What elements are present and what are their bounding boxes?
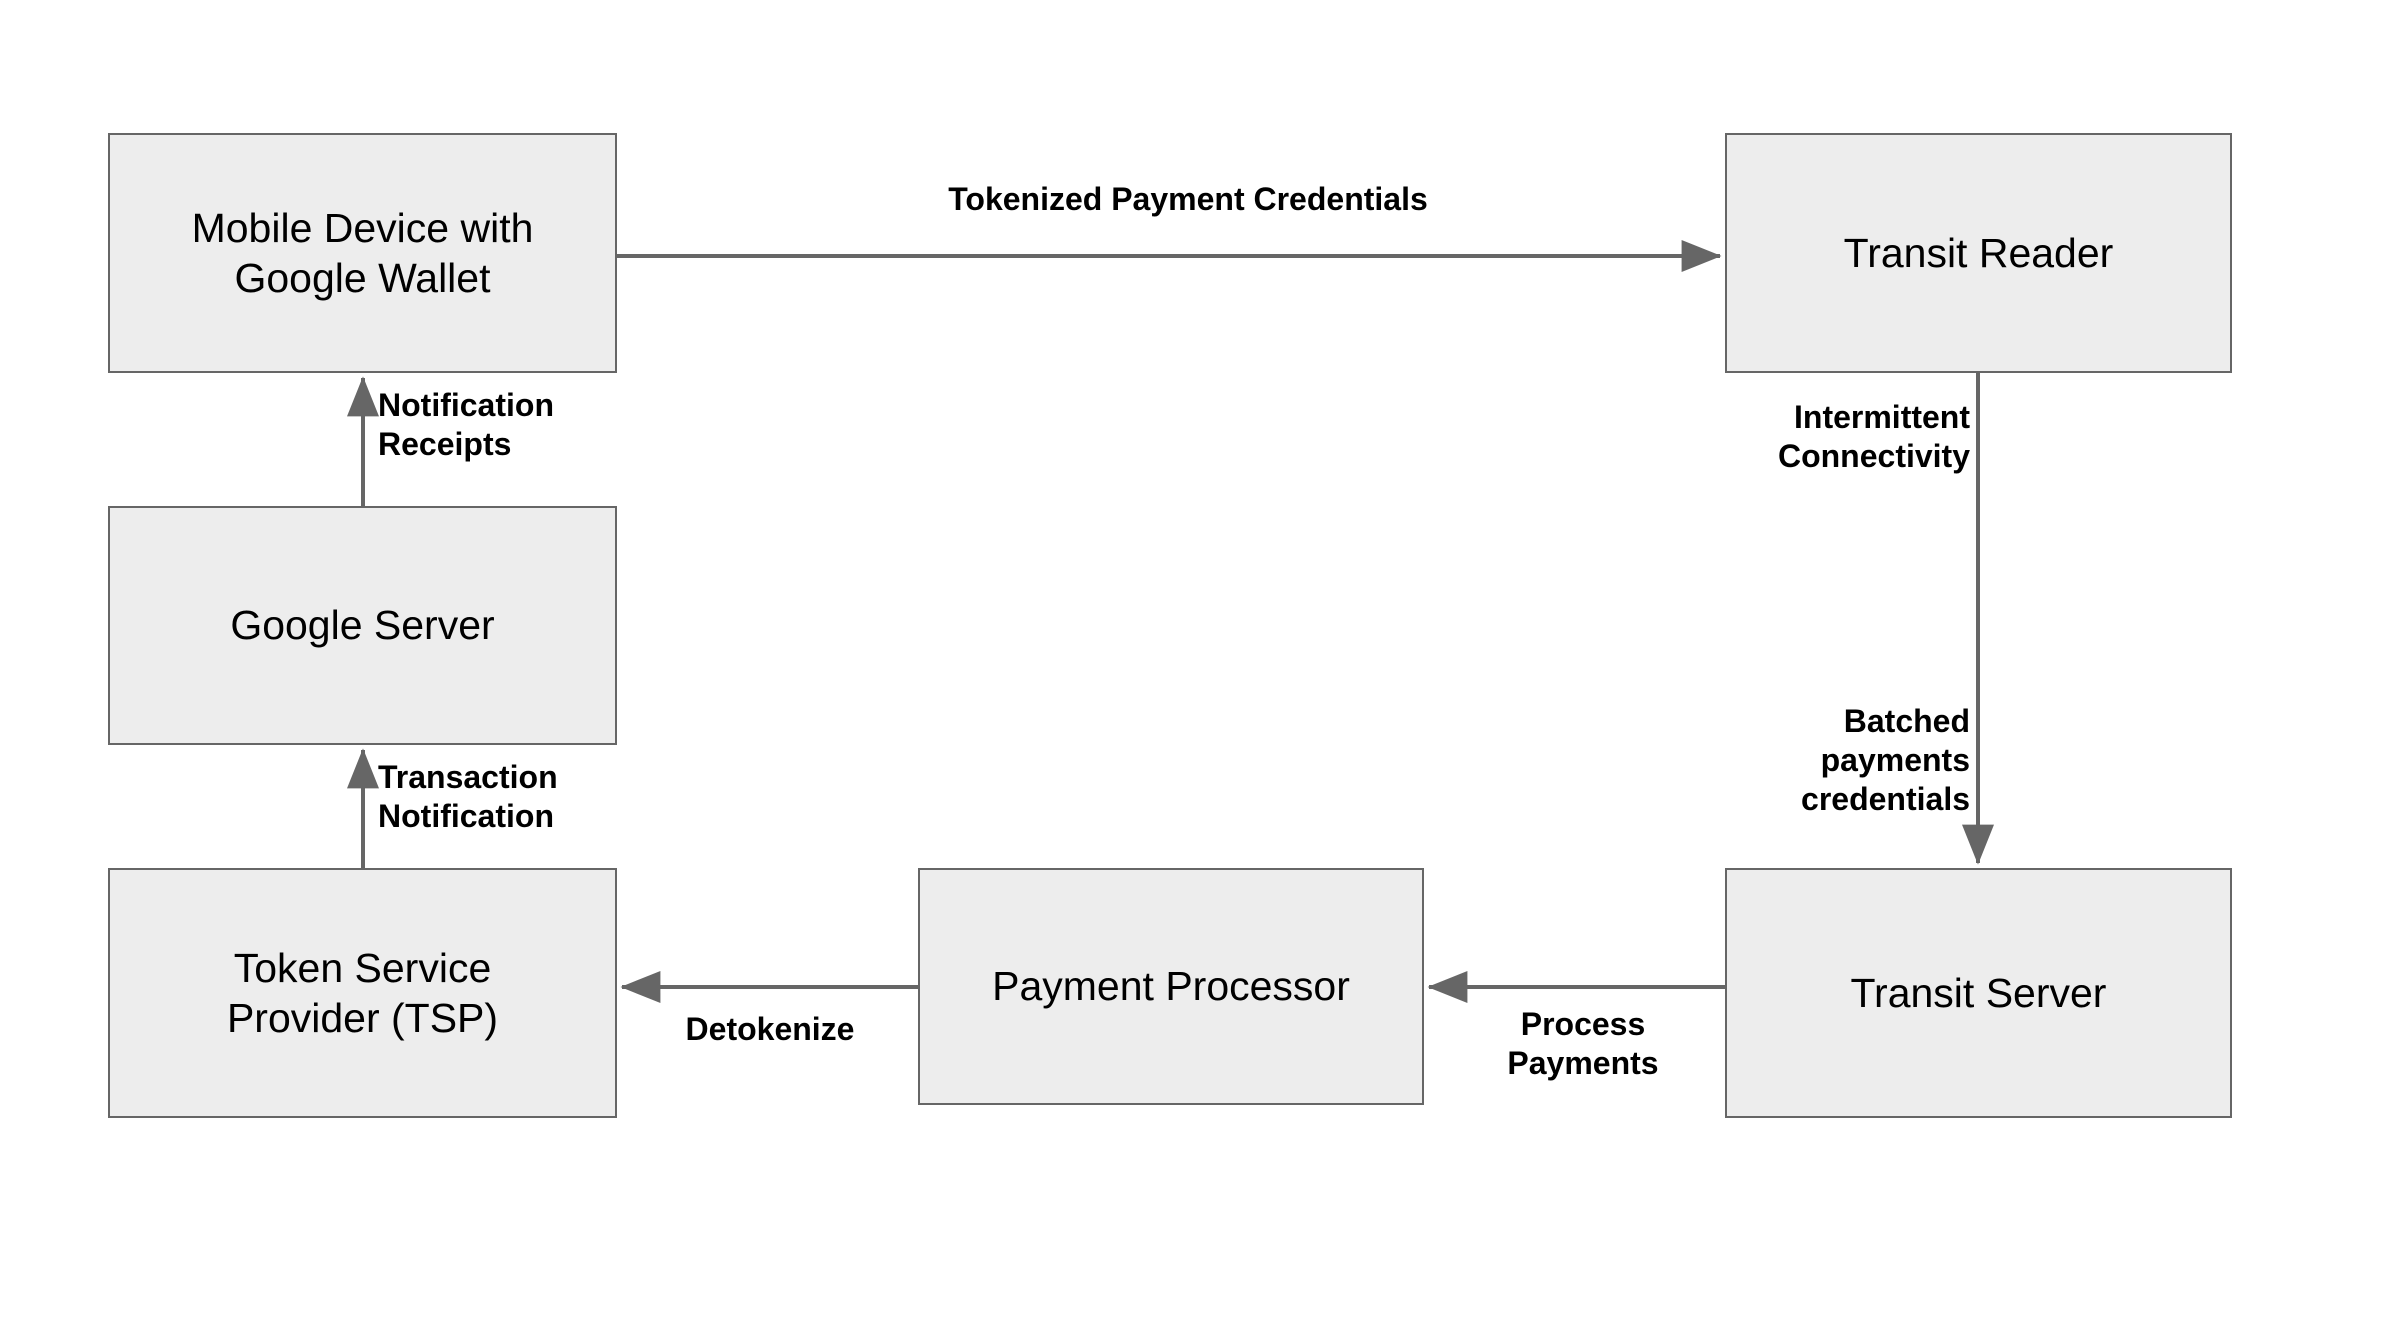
edge-label-intermittent-connectivity: Intermittent Connectivity bbox=[1777, 399, 1970, 475]
node-transit-server-label: Transit Server bbox=[1850, 969, 2107, 1016]
edge-label-batched-payments-credentials: Batched payments credentials bbox=[1801, 703, 1970, 818]
edge-label-transaction-notification: Transaction Notification bbox=[378, 759, 558, 835]
node-mobile-device[interactable]: Mobile Device with Google Wallet bbox=[108, 133, 617, 373]
node-google-server-label: Google Server bbox=[230, 602, 495, 649]
edge-label-tokenized-payment-credentials: Tokenized Payment Credentials bbox=[948, 181, 1428, 217]
node-token-service-provider-label: Token Service Provider (TSP) bbox=[226, 944, 499, 1041]
node-transit-server[interactable]: Transit Server bbox=[1725, 868, 2232, 1118]
node-payment-processor-label: Payment Processor bbox=[992, 963, 1350, 1010]
node-transit-reader-label: Transit Reader bbox=[1843, 229, 2114, 276]
node-mobile-device-label: Mobile Device with Google Wallet bbox=[191, 204, 534, 301]
node-payment-processor[interactable]: Payment Processor bbox=[918, 868, 1424, 1105]
edge-label-detokenize: Detokenize bbox=[685, 1011, 855, 1047]
edge-label-process-payments: Process Payments bbox=[1507, 1006, 1659, 1082]
edge-label-notification-receipts: Notification Receipts bbox=[378, 387, 554, 463]
node-transit-reader[interactable]: Transit Reader bbox=[1725, 133, 2232, 373]
node-token-service-provider[interactable]: Token Service Provider (TSP) bbox=[108, 868, 617, 1118]
node-google-server[interactable]: Google Server bbox=[108, 506, 617, 745]
